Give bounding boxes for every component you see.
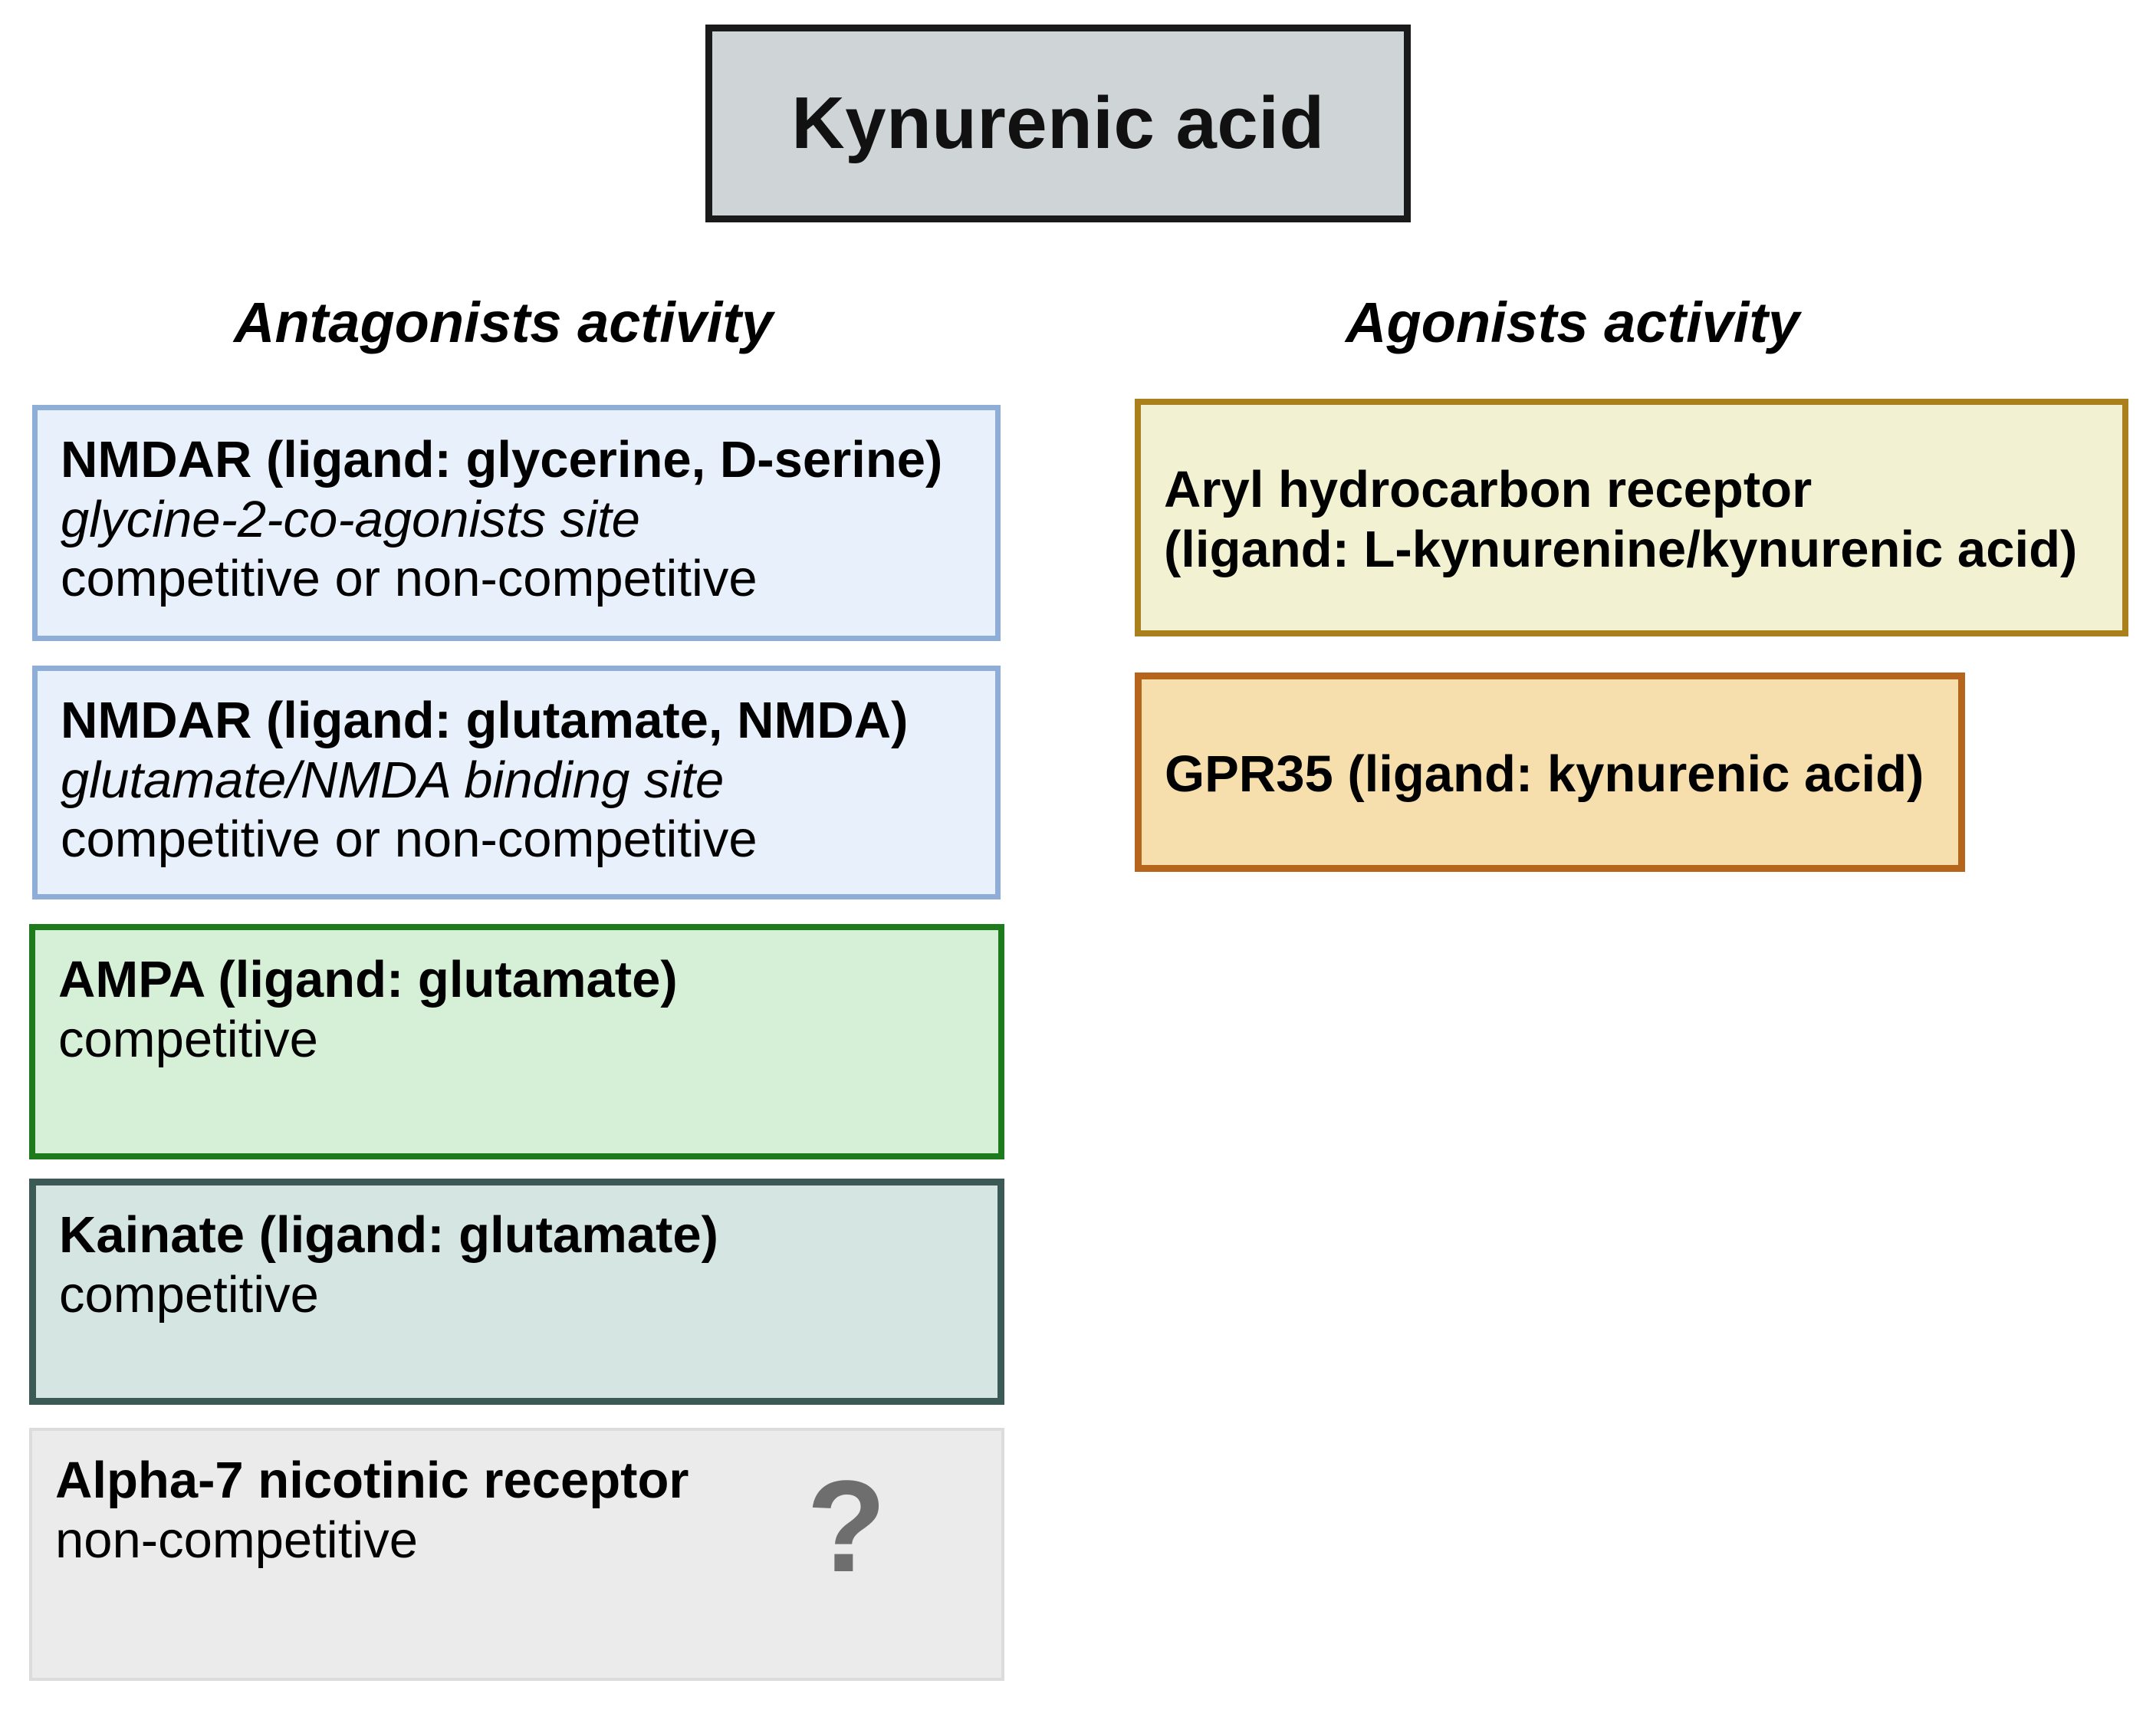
card-title: Alpha-7 nicotinic receptor — [55, 1452, 689, 1509]
question-mark-icon: ? — [807, 1454, 886, 1600]
card-title: NMDAR (ligand: glycerine, D-serine) — [61, 431, 943, 488]
card-title: AMPA (ligand: glutamate) — [58, 951, 678, 1008]
card-mechanism: non-competitive — [55, 1511, 418, 1569]
root-node-kynurenic-acid: Kynurenic acid — [705, 25, 1411, 222]
column-heading-agonists: Agonists activity — [1346, 291, 1800, 354]
card-mechanism: competitive — [59, 1265, 319, 1324]
card-mechanism: competitive or non-competitive — [61, 811, 758, 869]
card-title-line1: Aryl hydrocarbon receptor — [1164, 461, 1813, 519]
card-binding-site: glutamate/NMDA binding site — [61, 751, 725, 809]
card-nmdar-glycine-site: NMDAR (ligand: glycerine, D-serine) glyc… — [32, 405, 1001, 641]
card-title: NMDAR (ligand: glutamate, NMDA) — [61, 692, 909, 749]
card-nmdar-glutamate-site: NMDAR (ligand: glutamate, NMDA) glutamat… — [32, 666, 1001, 899]
card-mechanism: competitive or non-competitive — [61, 550, 758, 608]
card-ampa-receptor: AMPA (ligand: glutamate) competitive — [29, 924, 1004, 1159]
card-binding-site: glycine-2-co-agonists site — [61, 490, 640, 548]
card-aryl-hydrocarbon-receptor: Aryl hydrocarbon receptor (ligand: L-kyn… — [1135, 399, 2128, 636]
column-heading-antagonists: Antagonists activity — [234, 291, 774, 354]
card-alpha7-nicotinic-receptor: Alpha-7 nicotinic receptor non-competiti… — [29, 1428, 1004, 1681]
card-title-line2: (ligand: L-kynurenine/kynurenic acid) — [1164, 521, 2078, 578]
card-gpr35-receptor: GPR35 (ligand: kynurenic acid) — [1135, 672, 1965, 872]
card-kainate-receptor: Kainate (ligand: glutamate) competitive — [29, 1179, 1004, 1405]
card-title-line1: GPR35 (ligand: kynurenic acid) — [1165, 745, 1924, 804]
root-node-label: Kynurenic acid — [791, 81, 1325, 164]
card-title: Kainate (ligand: glutamate) — [59, 1206, 718, 1264]
card-mechanism: competitive — [58, 1010, 318, 1068]
